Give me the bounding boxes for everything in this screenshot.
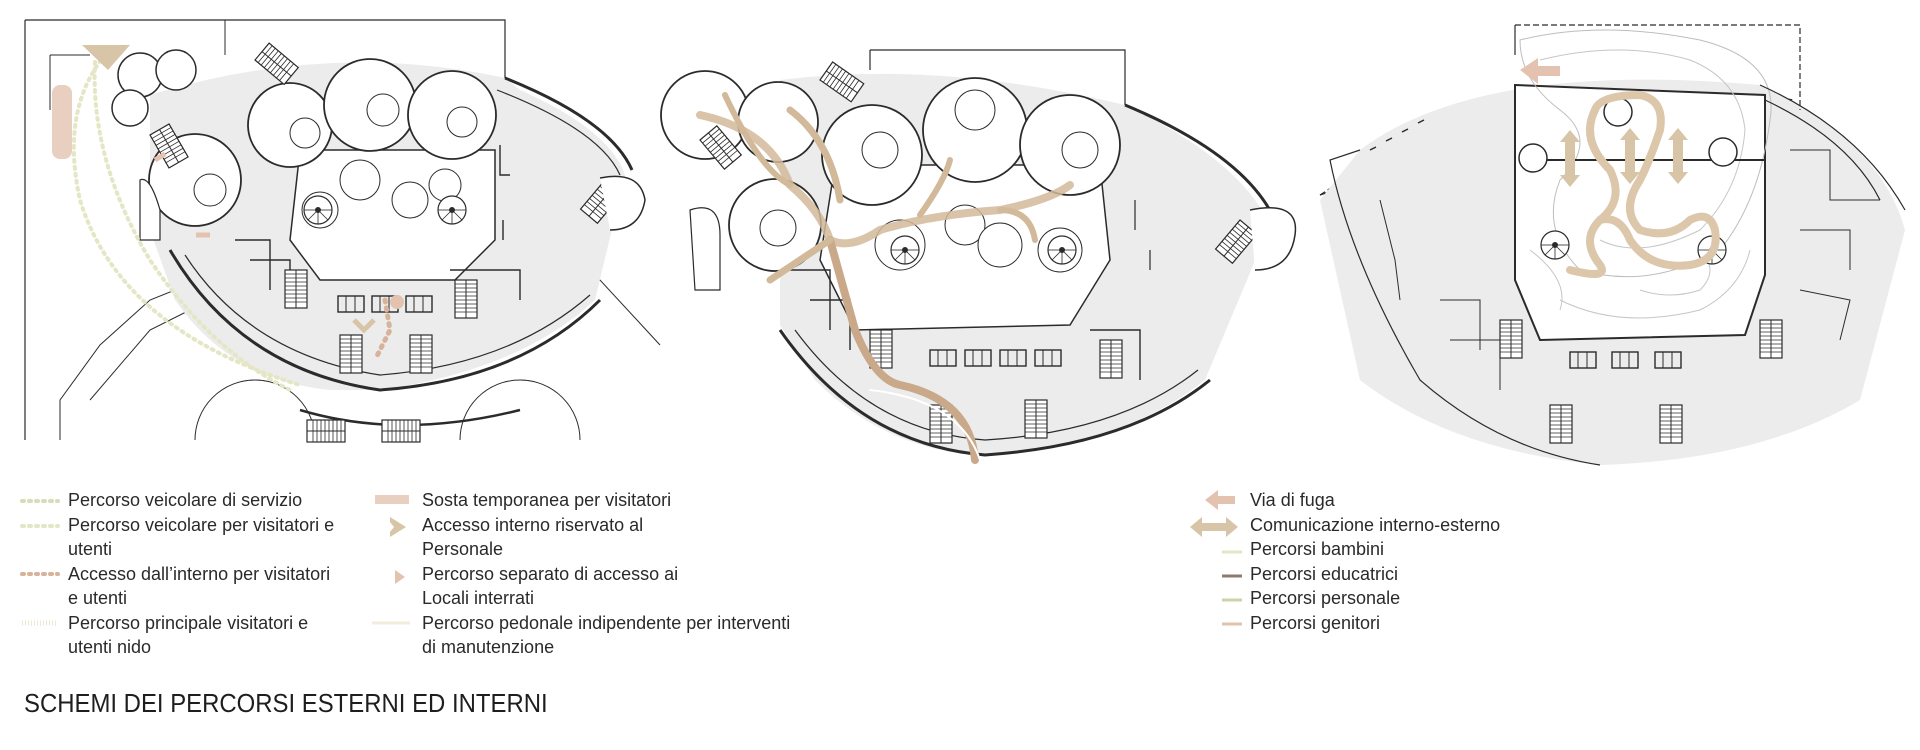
legend-label: utenti nido	[68, 637, 152, 657]
legend-label: Locali interrati	[422, 588, 535, 608]
page-title: SCHEMI DEI PERCORSI ESTERNI ED INTERNI	[24, 688, 548, 718]
legend-label: Percorso pedonale indipendente per inter…	[422, 612, 791, 633]
plan-1-external-paths	[24, 19, 661, 443]
legend-symbols	[20, 490, 1242, 626]
legend-label: Percorso veicolare di servizio	[68, 490, 303, 510]
legend-label: Percorsi genitori	[1250, 612, 1381, 633]
legend-label: Percorsi personale	[1250, 588, 1401, 608]
plan-3-internal-paths	[1319, 24, 1906, 466]
legend-label: Via di fuga	[1250, 490, 1335, 510]
plan-2-maintenance-paths	[660, 49, 1297, 464]
legend-label: e utenti	[68, 588, 128, 608]
legend-label: Accesso interno riservato al	[422, 514, 644, 535]
legend-label: Percorsi bambini	[1250, 539, 1385, 559]
legend-label: di manutenzione	[422, 637, 555, 657]
legend-label: Personale	[422, 539, 504, 559]
legend-label: Percorso veicolare per visitatori e	[68, 514, 335, 535]
legend-label: Percorso separato di accesso ai	[422, 563, 679, 584]
legend-label: Accesso dall’interno per visitatori	[68, 563, 331, 584]
legend-label: utenti	[68, 539, 113, 559]
legend-label: Percorso principale visitatori e	[68, 612, 309, 633]
legend-label: Percorsi educatrici	[1250, 563, 1399, 584]
legend-label: Comunicazione interno-esterno	[1250, 514, 1501, 535]
legend-label: Sosta temporanea per visitatori	[422, 490, 672, 510]
